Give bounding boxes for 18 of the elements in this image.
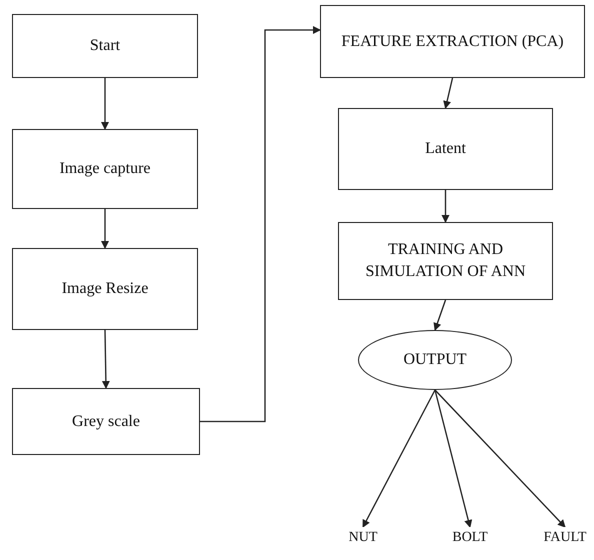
process-box: Grey scale: [12, 388, 200, 455]
process-box: TRAINING AND SIMULATION OF ANN: [338, 222, 553, 300]
arrow: [443, 78, 454, 109]
arrow: [434, 390, 472, 528]
arrow: [434, 300, 446, 331]
process-box: Image capture: [12, 129, 198, 209]
arrow: [102, 330, 110, 389]
arrow: [434, 390, 566, 528]
arrow: [101, 209, 109, 249]
arrow: [362, 390, 436, 528]
process-box: Latent: [338, 108, 553, 190]
process-box: Image Resize: [12, 248, 198, 330]
arrow: [442, 190, 450, 223]
process-box: FEATURE EXTRACTION (PCA): [320, 5, 585, 78]
arrow: [200, 26, 321, 422]
arrow: [101, 78, 109, 130]
process-box: Start: [12, 14, 198, 78]
output-ellipse: OUTPUT: [358, 330, 512, 390]
